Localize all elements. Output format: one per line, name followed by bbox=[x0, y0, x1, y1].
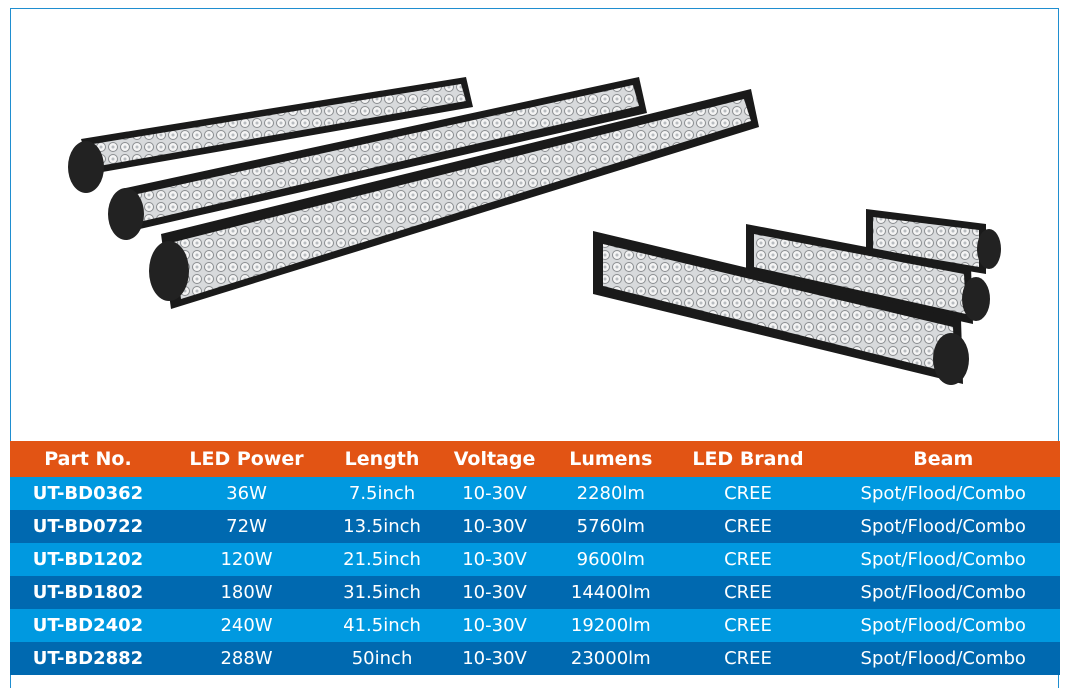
cell-beam: Spot/Flood/Combo bbox=[826, 642, 1060, 675]
cell-voltage: 10-30V bbox=[436, 543, 553, 576]
cell-led-brand: CREE bbox=[669, 642, 827, 675]
col-length: Length bbox=[327, 441, 437, 477]
cell-led-brand: CREE bbox=[669, 576, 827, 609]
frame-border bbox=[10, 8, 1059, 688]
cell-length: 50inch bbox=[327, 642, 437, 675]
cell-beam: Spot/Flood/Combo bbox=[826, 477, 1060, 510]
cell-length: 21.5inch bbox=[327, 543, 437, 576]
cell-lumens: 2280lm bbox=[552, 477, 670, 510]
cell-led-brand: CREE bbox=[669, 543, 827, 576]
cell-led-power: 180W bbox=[165, 576, 328, 609]
cell-led-brand: CREE bbox=[669, 609, 827, 642]
cell-length: 13.5inch bbox=[327, 510, 437, 543]
col-beam: Beam bbox=[826, 441, 1060, 477]
cell-part-no: UT-BD1202 bbox=[10, 543, 166, 576]
cell-lumens: 9600lm bbox=[552, 543, 670, 576]
cell-led-power: 120W bbox=[165, 543, 328, 576]
cell-beam: Spot/Flood/Combo bbox=[826, 576, 1060, 609]
cell-lumens: 14400lm bbox=[552, 576, 670, 609]
cell-lumens: 23000lm bbox=[552, 642, 670, 675]
col-voltage: Voltage bbox=[436, 441, 553, 477]
long-light-bars bbox=[68, 77, 759, 309]
cell-voltage: 10-30V bbox=[436, 642, 553, 675]
cell-led-power: 240W bbox=[165, 609, 328, 642]
cell-led-power: 36W bbox=[165, 477, 328, 510]
cell-voltage: 10-30V bbox=[436, 576, 553, 609]
cell-beam: Spot/Flood/Combo bbox=[826, 543, 1060, 576]
col-part-no: Part No. bbox=[10, 441, 166, 477]
short-light-bars bbox=[593, 209, 1001, 385]
col-led-power: LED Power bbox=[165, 441, 328, 477]
cell-length: 41.5inch bbox=[327, 609, 437, 642]
cell-led-brand: CREE bbox=[669, 477, 827, 510]
cell-led-brand: CREE bbox=[669, 510, 827, 543]
col-led-brand: LED Brand bbox=[669, 441, 827, 477]
specs-table: Part No. LED Power Length Voltage Lumens… bbox=[10, 441, 1060, 675]
cell-lumens: 19200lm bbox=[552, 609, 670, 642]
cell-voltage: 10-30V bbox=[436, 510, 553, 543]
led-light-bars-photo bbox=[68, 77, 1001, 385]
cell-part-no: UT-BD2402 bbox=[10, 609, 166, 642]
cell-length: 7.5inch bbox=[327, 477, 437, 510]
cell-voltage: 10-30V bbox=[436, 477, 553, 510]
cell-part-no: UT-BD1802 bbox=[10, 576, 166, 609]
cell-voltage: 10-30V bbox=[436, 609, 553, 642]
cell-led-power: 288W bbox=[165, 642, 328, 675]
cell-part-no: UT-BD2882 bbox=[10, 642, 166, 675]
col-lumens: Lumens bbox=[552, 441, 670, 477]
cell-lumens: 5760lm bbox=[552, 510, 670, 543]
cell-part-no: UT-BD0362 bbox=[10, 477, 166, 510]
cell-led-power: 72W bbox=[165, 510, 328, 543]
cell-beam: Spot/Flood/Combo bbox=[826, 609, 1060, 642]
table-header-row: Part No. LED Power Length Voltage Lumens… bbox=[10, 441, 1060, 477]
cell-length: 31.5inch bbox=[327, 576, 437, 609]
cell-part-no: UT-BD0722 bbox=[10, 510, 166, 543]
cell-beam: Spot/Flood/Combo bbox=[826, 510, 1060, 543]
